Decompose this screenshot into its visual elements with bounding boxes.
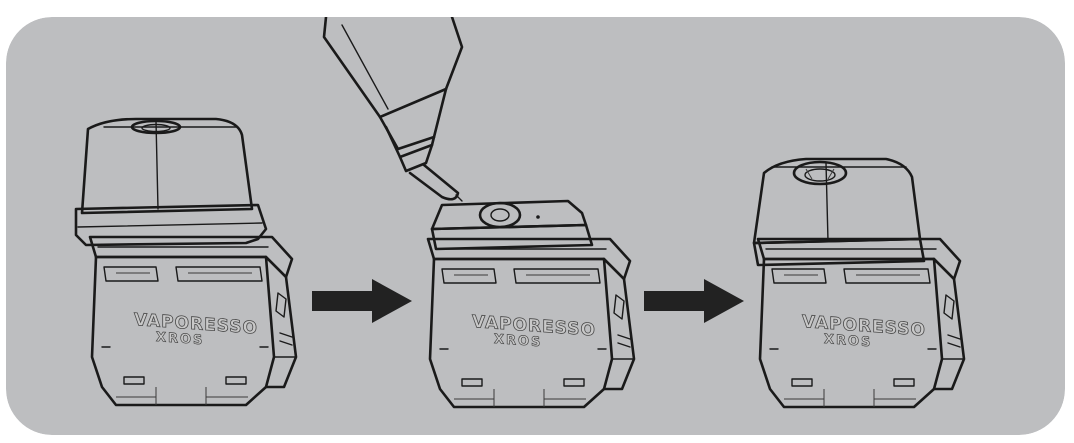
pod-step-2: VAPORESSO XROS [322, 17, 636, 409]
e-liquid-bottle-icon [322, 17, 464, 202]
pod-model-label: XROS [156, 330, 204, 348]
fill-port-icon [430, 199, 594, 251]
pod-model-label: XROS [824, 332, 872, 350]
mouthpiece-cap-icon [752, 157, 926, 267]
right-arrow-icon [312, 279, 412, 323]
instruction-panel: VAPORESSO XROS VAPORESSO XROS [6, 17, 1065, 435]
refill-diagram: VAPORESSO XROS VAPORESSO XROS [6, 17, 1065, 435]
pod-model-label: XROS [494, 332, 542, 350]
right-arrow-icon [644, 279, 744, 323]
pod-step-3: VAPORESSO XROS [752, 157, 966, 409]
mouthpiece-cap-icon [74, 117, 268, 247]
